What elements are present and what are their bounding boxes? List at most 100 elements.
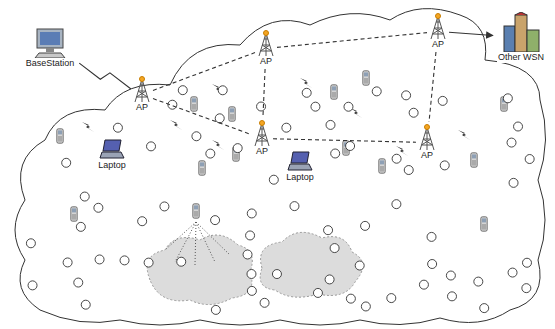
sensor-node [74, 278, 83, 287]
sensor-node [211, 305, 220, 314]
ap-icon [257, 30, 275, 56]
phones [57, 71, 507, 231]
sensor-node [233, 144, 242, 153]
sensor-node [260, 298, 269, 307]
sensor-node [325, 275, 334, 284]
sensor-node [192, 132, 201, 141]
sensor-node [361, 221, 370, 230]
network-link [429, 52, 436, 122]
sensor-node [311, 102, 320, 111]
sensor-node [361, 302, 370, 311]
sensor-node [215, 114, 224, 123]
sensor-node [509, 178, 518, 187]
lap-icon [99, 138, 125, 160]
sensor-node [440, 161, 449, 170]
sensor-node [402, 91, 411, 100]
access-point: AP [429, 13, 447, 50]
network-link [449, 32, 493, 35]
sensor-node [206, 149, 215, 158]
sensor-node [330, 244, 339, 253]
base-station: BaseStation [23, 28, 78, 69]
node-label: Laptop [285, 172, 315, 183]
sensor-node [257, 102, 266, 111]
sensor-node [290, 202, 299, 211]
sensor-node [113, 123, 122, 132]
node-label: AP [259, 56, 273, 67]
ap-icon [418, 124, 436, 150]
sensor-node [392, 200, 401, 209]
sensor-node [387, 294, 396, 303]
sensor-node [503, 94, 512, 103]
sensor-node [326, 120, 335, 129]
sensor-node [346, 141, 355, 150]
cluster-cloud [147, 235, 252, 305]
node-label: AP [255, 146, 269, 157]
sensor-node [81, 300, 90, 309]
sensor-node [28, 281, 37, 290]
node-label: AP [135, 102, 149, 113]
access-point: AP [133, 76, 151, 113]
sensor-node [120, 256, 129, 265]
sensor-node [138, 217, 147, 226]
sensor-node [428, 260, 437, 269]
dotted-links [165, 222, 230, 265]
sensor-node [409, 108, 418, 117]
sensor-node [160, 202, 169, 211]
network-link [153, 53, 255, 91]
cluster-cloud [260, 232, 363, 297]
sensor-node [474, 277, 483, 286]
sensor-node [427, 232, 436, 241]
lap-icon [287, 150, 313, 172]
sensor-node [168, 100, 177, 109]
pc-icon [33, 28, 67, 58]
sensor-node [507, 138, 516, 147]
access-point: AP [253, 120, 271, 157]
sensor-node [95, 255, 104, 264]
sensor-node [372, 87, 381, 96]
sensor-node [282, 123, 291, 132]
sensor-node [178, 86, 187, 95]
ap-icon [429, 13, 447, 39]
sensor-node [324, 226, 333, 235]
sensor-node [447, 292, 456, 301]
sensor-node [243, 250, 252, 259]
node-label: Other WSN [497, 52, 545, 63]
network-link [273, 139, 416, 142]
wireless-bolts [82, 78, 470, 156]
sensor-node [63, 258, 72, 267]
sensor-node [80, 192, 89, 201]
sensor-node [331, 149, 340, 158]
sensor-nodes [26, 86, 534, 315]
node-label: Laptop [97, 160, 127, 171]
access-point: AP [257, 30, 275, 67]
sensor-node [404, 166, 413, 175]
sensor-node [62, 158, 71, 167]
sensor-node [94, 203, 103, 212]
sensor-node [508, 268, 517, 277]
laptop-node: Laptop [95, 138, 129, 171]
sensor-node [302, 88, 311, 97]
sensor-node [211, 216, 220, 225]
sensor-node [480, 304, 489, 313]
sensor-node [344, 102, 353, 111]
node-label: AP [420, 150, 434, 161]
sensor-node [514, 122, 523, 131]
network-link [153, 99, 251, 135]
external-network: Other WSN [495, 12, 547, 63]
sensor-node [355, 261, 364, 270]
network-cloud [15, 9, 546, 325]
sensor-node [522, 284, 531, 293]
sensor-node [346, 294, 355, 303]
sensor-node [147, 142, 156, 151]
sensor-node [438, 96, 447, 105]
sensor-node [313, 288, 322, 297]
network-link [263, 69, 265, 118]
sensor-node [247, 209, 256, 218]
ap-icon [253, 120, 271, 146]
sensor-node [419, 280, 428, 289]
sensor-node [247, 269, 256, 278]
